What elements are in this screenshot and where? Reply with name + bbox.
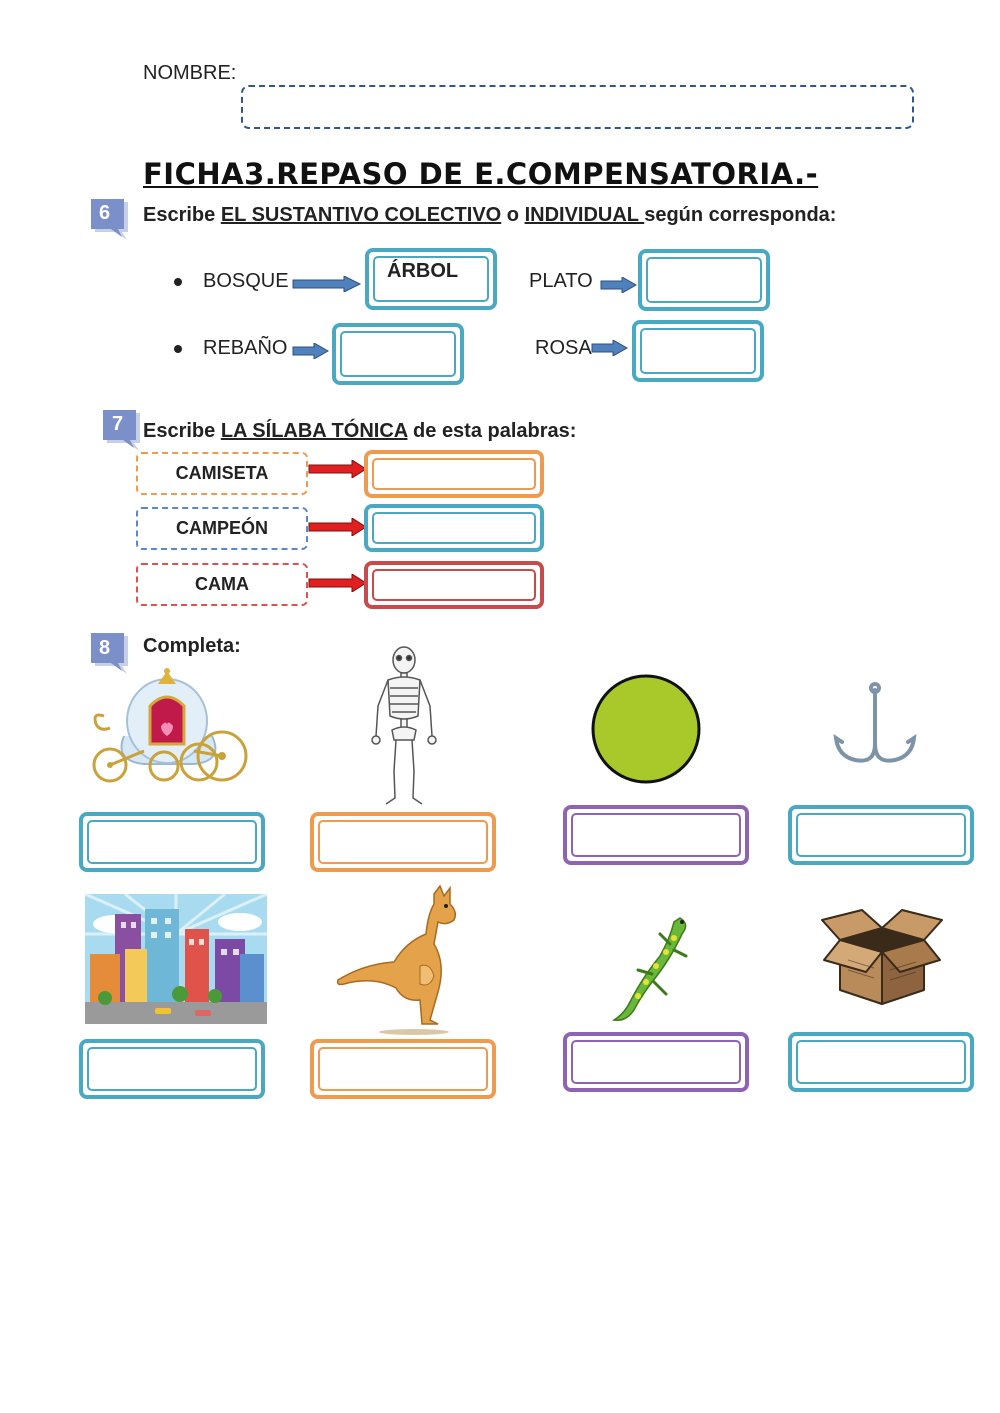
- section-7-number: 7: [112, 413, 124, 435]
- name-label: NOMBRE:: [143, 62, 237, 84]
- box-icon: [821, 909, 943, 1005]
- word-cama: CAMA: [136, 563, 308, 606]
- speech-bubble-icon: [91, 199, 128, 240]
- answer-box-hook[interactable]: [788, 805, 974, 865]
- page-title: FICHA3.REPASO DE E.COMPENSATORIA.-: [143, 157, 819, 191]
- section-8-instruction: Completa:: [143, 635, 241, 657]
- section-6-badge: 6: [89, 197, 128, 240]
- answer-box-campeon[interactable]: [364, 504, 544, 552]
- speech-bubble-icon: [91, 633, 128, 674]
- answer-box-city[interactable]: [79, 1039, 265, 1099]
- section-7-badge: 7: [101, 408, 140, 451]
- word-bosque: BOSQUE: [203, 270, 289, 292]
- arrow-right-icon: [308, 518, 367, 536]
- carriage-icon: [92, 668, 248, 783]
- instr-underlined: INDIVIDUAL: [524, 204, 645, 226]
- word-rosa: ROSA: [535, 337, 592, 359]
- section-8-badge: 8: [89, 631, 128, 674]
- answer-value: ÁRBOL: [387, 260, 459, 282]
- arrow-right-icon: [591, 340, 629, 356]
- instr-text: o: [501, 204, 525, 226]
- instr-text: Escribe: [143, 204, 221, 226]
- arrow-right-icon: [308, 460, 367, 478]
- bullet: [174, 345, 182, 353]
- answer-box-plato[interactable]: [638, 249, 770, 311]
- instr-text: de esta palabras:: [407, 420, 577, 442]
- arrow-right-icon: [292, 276, 362, 292]
- lizard-icon: [611, 917, 688, 1022]
- instr-underlined: LA SÍLABA TÓNICA: [220, 420, 408, 442]
- answer-box-rebano[interactable]: [332, 323, 464, 385]
- answer-box-carriage[interactable]: [79, 812, 265, 872]
- skeleton-icon: [371, 646, 437, 805]
- answer-box-bosque[interactable]: ÁRBOL: [365, 248, 497, 310]
- answer-box-circle[interactable]: [563, 805, 749, 865]
- speech-bubble-icon: [103, 410, 140, 451]
- instr-text: Escribe: [143, 420, 221, 442]
- answer-box-rosa[interactable]: [632, 320, 764, 382]
- answer-box-cama[interactable]: [364, 561, 544, 609]
- name-input[interactable]: [241, 85, 914, 129]
- instr-underlined: EL SUSTANTIVO COLECTIVO: [220, 204, 502, 226]
- word-rebano: REBAÑO: [203, 337, 288, 359]
- answer-box-kangaroo[interactable]: [310, 1039, 496, 1099]
- instr-text: según corresponda:: [644, 204, 837, 226]
- answer-box-lizard[interactable]: [563, 1032, 749, 1092]
- section-8-number: 8: [99, 637, 111, 659]
- bullet: [174, 278, 182, 286]
- city-icon: [85, 894, 267, 1024]
- word-campeon: CAMPEÓN: [136, 507, 308, 550]
- kangaroo-icon: [336, 884, 457, 1035]
- hook-icon: [833, 682, 917, 763]
- section-6-instruction: Escribe EL SUSTANTIVO COLECTIVO o INDIVI…: [143, 204, 836, 227]
- answer-box-skeleton[interactable]: [310, 812, 496, 872]
- arrow-right-icon: [292, 343, 330, 359]
- circle-icon: [591, 674, 701, 784]
- answer-box-camiseta[interactable]: [364, 450, 544, 498]
- section-7-instruction: Escribe LA SÍLABA TÓNICA de esta palabra…: [143, 420, 576, 443]
- word-camiseta: CAMISETA: [136, 452, 308, 495]
- arrow-right-icon: [308, 574, 367, 592]
- section-6-number: 6: [99, 202, 111, 224]
- arrow-right-icon: [600, 277, 638, 293]
- answer-box-box[interactable]: [788, 1032, 974, 1092]
- word-plato: PLATO: [529, 270, 593, 292]
